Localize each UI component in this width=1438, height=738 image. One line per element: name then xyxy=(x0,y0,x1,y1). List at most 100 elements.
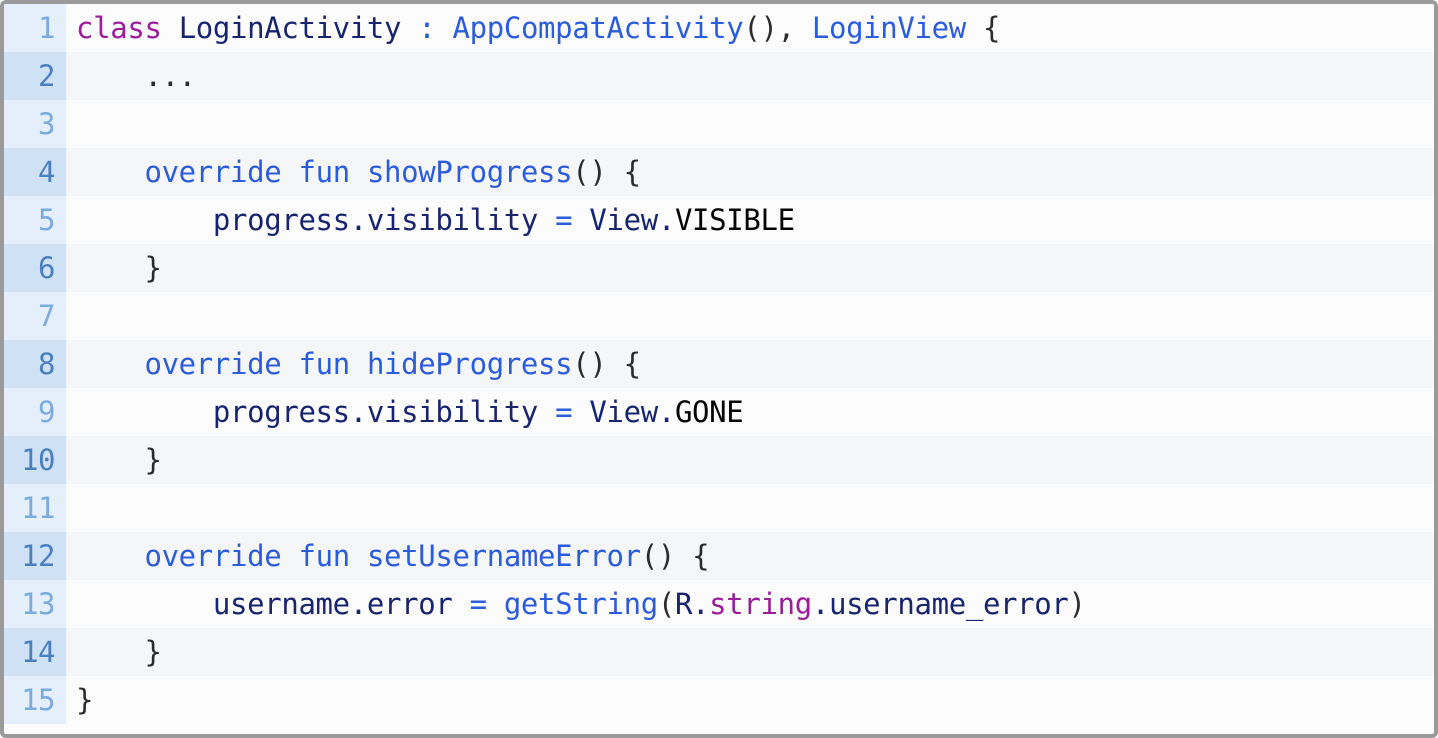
code-token: ( xyxy=(657,587,675,621)
code-token: } xyxy=(144,443,162,477)
line-number: 3 xyxy=(4,100,66,148)
code-token: View xyxy=(589,203,658,237)
code-line-text xyxy=(66,292,1434,340)
code-token: } xyxy=(144,251,162,285)
code-token xyxy=(76,347,144,381)
line-number: 13 xyxy=(4,580,66,628)
code-line-row: 12 override fun setUsernameError() { xyxy=(4,532,1434,580)
code-token xyxy=(487,587,504,621)
line-number: 7 xyxy=(4,292,66,340)
code-line-row: 5 progress.visibility = View.VISIBLE xyxy=(4,196,1434,244)
code-token: ) xyxy=(1068,587,1086,621)
code-token: () xyxy=(743,11,778,45)
code-token: = xyxy=(469,587,487,621)
code-token: : xyxy=(418,11,436,45)
code-token: fun xyxy=(298,539,350,573)
code-token: getString xyxy=(503,587,658,621)
code-token: username.error xyxy=(212,587,453,621)
line-number: 4 xyxy=(4,148,66,196)
code-token: , xyxy=(777,11,795,45)
code-token xyxy=(675,539,692,573)
code-token: { xyxy=(692,539,710,573)
code-line-text xyxy=(66,100,1434,148)
code-line-text: progress.visibility = View.GONE xyxy=(66,388,1434,436)
code-token: VISIBLE xyxy=(674,203,795,237)
code-token: hideProgress xyxy=(366,347,573,381)
code-line-row: 14 } xyxy=(4,628,1434,676)
code-line-row: 8 override fun hideProgress() { xyxy=(4,340,1434,388)
code-token xyxy=(795,11,812,45)
code-token: = xyxy=(555,203,573,237)
code-token: = xyxy=(555,395,573,429)
code-line-text: username.error = getString(R.string.user… xyxy=(66,580,1434,628)
code-token xyxy=(76,59,144,93)
code-token: setUsernameError xyxy=(366,539,641,573)
code-token: . xyxy=(657,395,675,429)
code-line-row: 3 xyxy=(4,100,1434,148)
code-token: progress.visibility xyxy=(212,395,538,429)
code-token: . xyxy=(657,203,675,237)
code-token xyxy=(435,11,452,45)
code-token xyxy=(281,155,298,189)
code-line-text: class LoginActivity : AppCompatActivity(… xyxy=(66,4,1434,52)
code-token xyxy=(452,587,469,621)
code-token: () xyxy=(640,539,676,573)
code-token xyxy=(281,347,298,381)
code-line-row: 4 override fun showProgress() { xyxy=(4,148,1434,196)
code-line-row: 11 xyxy=(4,484,1434,532)
code-token: override xyxy=(144,155,282,189)
code-line-text: override fun setUsernameError() { xyxy=(66,532,1434,580)
line-number: 12 xyxy=(4,532,66,580)
line-number: 14 xyxy=(4,628,66,676)
code-token xyxy=(281,539,298,573)
code-token: class xyxy=(76,11,162,45)
code-line-row: 10 } xyxy=(4,436,1434,484)
line-number: 15 xyxy=(4,676,66,724)
code-token xyxy=(538,395,555,429)
code-token: } xyxy=(76,683,94,717)
code-token: { xyxy=(982,11,1001,45)
code-token: () xyxy=(572,155,607,189)
code-token xyxy=(76,155,144,189)
line-number: 11 xyxy=(4,484,66,532)
code-token: { xyxy=(623,347,641,381)
code-token xyxy=(162,11,179,45)
line-number: 6 xyxy=(4,244,66,292)
line-number: 2 xyxy=(4,52,66,100)
code-token xyxy=(538,203,555,237)
code-token xyxy=(572,203,589,237)
code-line-row: 13 username.error = getString(R.string.u… xyxy=(4,580,1434,628)
code-line-row: 9 progress.visibility = View.GONE xyxy=(4,388,1434,436)
code-token: GONE xyxy=(674,395,744,429)
code-token xyxy=(76,587,213,621)
code-token xyxy=(607,155,624,189)
code-token: fun xyxy=(298,347,350,381)
code-line-text: } xyxy=(66,244,1434,292)
code-token xyxy=(572,395,589,429)
line-number: 8 xyxy=(4,340,66,388)
code-token: showProgress xyxy=(366,155,573,189)
code-token xyxy=(76,443,144,477)
line-number: 1 xyxy=(4,4,66,52)
code-token: LoginView xyxy=(811,11,966,45)
code-line-text: } xyxy=(66,676,1434,724)
code-token: { xyxy=(623,155,641,189)
line-number: 9 xyxy=(4,388,66,436)
code-token xyxy=(76,251,144,285)
code-line-row: 2 ... xyxy=(4,52,1434,100)
code-token: override xyxy=(144,347,282,381)
code-token xyxy=(76,635,144,669)
code-line-text: ... xyxy=(66,52,1434,100)
code-token xyxy=(76,203,213,237)
code-token: string xyxy=(709,587,812,621)
code-token: override xyxy=(144,539,282,573)
code-token xyxy=(401,11,418,45)
code-token xyxy=(350,347,367,381)
code-line-row: 6 } xyxy=(4,244,1434,292)
code-token xyxy=(350,539,367,573)
code-token: AppCompatActivity xyxy=(452,11,744,45)
line-number: 5 xyxy=(4,196,66,244)
